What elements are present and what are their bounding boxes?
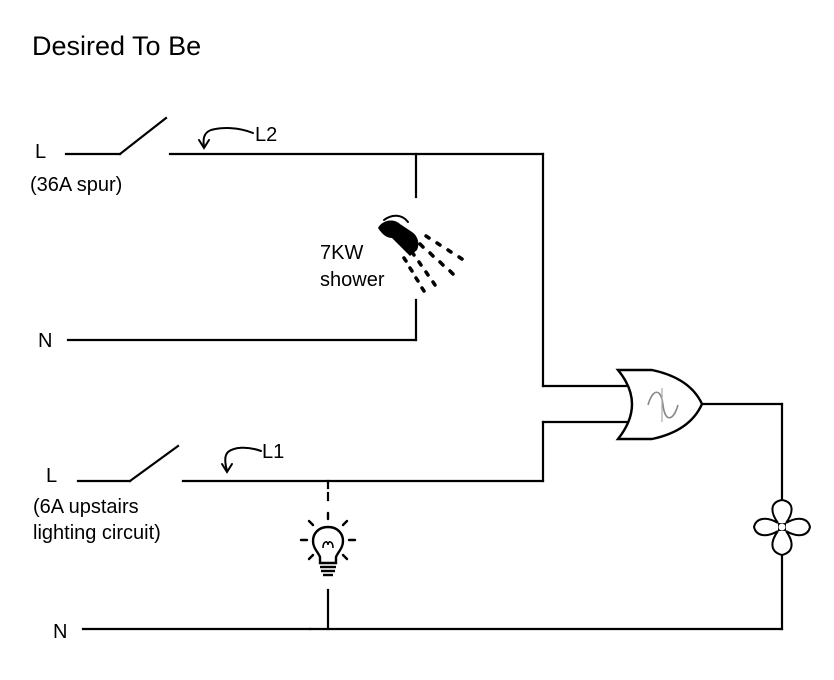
circuit1-live-note: (36A spur): [30, 174, 122, 196]
circuit1-neutral-label: N: [38, 330, 52, 352]
circuit1-arrow-label: L2: [255, 124, 277, 146]
fan-icon: [752, 498, 812, 557]
shower-icon: [378, 214, 464, 293]
circuit2-live-label: L: [46, 465, 57, 487]
circuit2-note-line1: (6A upstairs: [33, 496, 139, 518]
shower-rating-label: 7KW: [320, 242, 363, 264]
circuit2-note-line2: lighting circuit): [33, 522, 161, 544]
circuit2-arrow: [221, 446, 262, 474]
circuit1-live-label: L: [35, 141, 46, 163]
circuit2-arrow-label: L1: [262, 441, 284, 463]
sine-wave-icon: [647, 388, 679, 422]
diagram-title: Desired To Be: [32, 31, 201, 61]
light-bulb-icon: [299, 511, 357, 577]
circuit2-switch: [76, 444, 180, 483]
circuit1-switch: [64, 116, 168, 156]
or-gate-icon: [615, 368, 704, 441]
circuit2-neutral-label: N: [53, 621, 67, 643]
circuit1-arrow: [198, 127, 254, 150]
shower-name-label: shower: [320, 269, 385, 291]
